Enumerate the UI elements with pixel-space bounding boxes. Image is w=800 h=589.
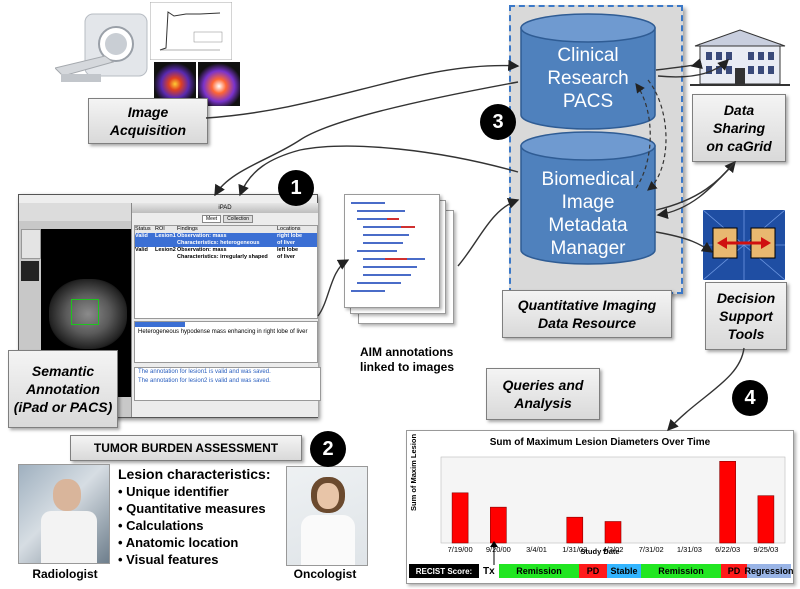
signal-plot-image: [150, 2, 232, 60]
chart-bar: [604, 521, 622, 544]
aim-caption: AIM annotations linked to images: [360, 345, 455, 374]
decision-support-icon: [703, 210, 785, 280]
step-number: 1: [278, 170, 314, 206]
lesion-characteristics: Lesion characteristics: • Unique identif…: [118, 466, 298, 568]
lesion-item: • Calculations: [118, 518, 204, 533]
step-number: 3: [480, 104, 516, 140]
chart-bar: [490, 506, 507, 544]
lesion-item: • Unique identifier: [118, 484, 229, 499]
chart-bar: [451, 492, 469, 544]
annotation-dialog: iPAD Meet Collection Status ROI Findings…: [131, 203, 321, 417]
lesion-heading: Lesion characteristics:: [118, 466, 271, 482]
x-tick-label: 1/31/03: [677, 545, 702, 554]
tumor-burden-banner: TUMOR BURDEN ASSESSMENT: [70, 435, 302, 461]
chart-bar: [566, 516, 584, 544]
pacs-label: Clinical Research PACS: [547, 45, 629, 112]
chart-title: Sum of Maximum Lesion Diameters Over Tim…: [489, 437, 711, 448]
table-header: Locations: [277, 226, 301, 232]
table-header: ROI: [155, 226, 165, 232]
qidr-label: Quantitative Imaging Data Resource: [502, 290, 672, 338]
recist-cell: Stable: [607, 564, 642, 578]
aim-document: [344, 194, 440, 308]
radiologist-caption: Radiologist: [32, 567, 98, 581]
chart-xlabel: Study Date: [580, 547, 620, 556]
bar-chart: 7/19/00 9/20/00 3/4/01 1/31/02 4/3/02 7/31/02…: [440, 456, 786, 554]
recist-cell: PD: [579, 564, 608, 578]
step-number: 2: [310, 431, 346, 467]
radiologist-photo: [18, 464, 110, 564]
lesion-item: • Anatomic location: [118, 535, 239, 550]
recist-label: RECIST Score:: [409, 564, 479, 578]
ct-scanner-icon: [55, 13, 148, 82]
chart-panel: Sum of Maximum Lesion Diameters Over Tim…: [406, 430, 794, 584]
oncologist-caption: Oncologist: [293, 567, 357, 581]
x-tick-label: 3/4/01: [526, 545, 547, 554]
status-log: The annotation for lesion1 is valid and …: [134, 367, 321, 401]
x-tick-label: 7/31/02: [639, 545, 664, 554]
semantic-annotation-label: Semantic Annotation (iPad or PACS): [8, 350, 118, 428]
step-number: 4: [732, 380, 768, 416]
decision-support-label: Decision Support Tools: [705, 282, 787, 350]
table-header: Findings: [177, 226, 198, 232]
building-icon: [690, 29, 790, 86]
chart-bar: [757, 495, 775, 544]
x-tick-label: 4/3/02: [603, 545, 624, 554]
bimm-label: Biomedical Image Metadata Manager: [541, 169, 635, 259]
treatment-arrow-icon: [490, 541, 498, 565]
oncologist-photo: [286, 466, 368, 566]
x-tick-label: 9/25/03: [753, 545, 778, 554]
recist-cell: Remission: [641, 564, 722, 578]
recist-cell: Remission: [499, 564, 580, 578]
x-tick-label: 6/22/03: [715, 545, 740, 554]
chart-bar: [719, 460, 736, 544]
lesion-item: • Visual features: [118, 552, 219, 567]
dialog-title: iPAD: [132, 203, 318, 213]
log-line: The annotation for lesion1 is valid and …: [138, 369, 271, 375]
pacs-database-icon: [520, 13, 656, 130]
lesion-item: • Quantitative measures: [118, 501, 266, 516]
tab-collection[interactable]: Collection: [223, 215, 254, 223]
x-tick-label: 1/31/02: [562, 545, 587, 554]
recist-tx: Tx: [483, 565, 495, 577]
log-line: The annotation for lesion2 is valid and …: [138, 378, 271, 384]
x-tick-label: 9/20/00: [486, 545, 511, 554]
data-sharing-label: Data Sharing on caGrid: [692, 94, 786, 162]
bimm-database-icon: [520, 131, 656, 265]
description-field[interactable]: Heterogeneous hypodense mass enhancing i…: [134, 321, 318, 363]
queries-analysis-label: Queries and Analysis: [486, 368, 600, 420]
table-header: Status: [135, 226, 151, 232]
x-tick-label: 7/19/00: [448, 545, 473, 554]
tab-meet[interactable]: Meet: [202, 215, 222, 223]
recist-cell: Regression: [744, 564, 794, 578]
image-acquisition-label: Image Acquisition: [88, 98, 208, 144]
description-text: Heterogeneous hypodense mass enhancing i…: [138, 329, 308, 335]
